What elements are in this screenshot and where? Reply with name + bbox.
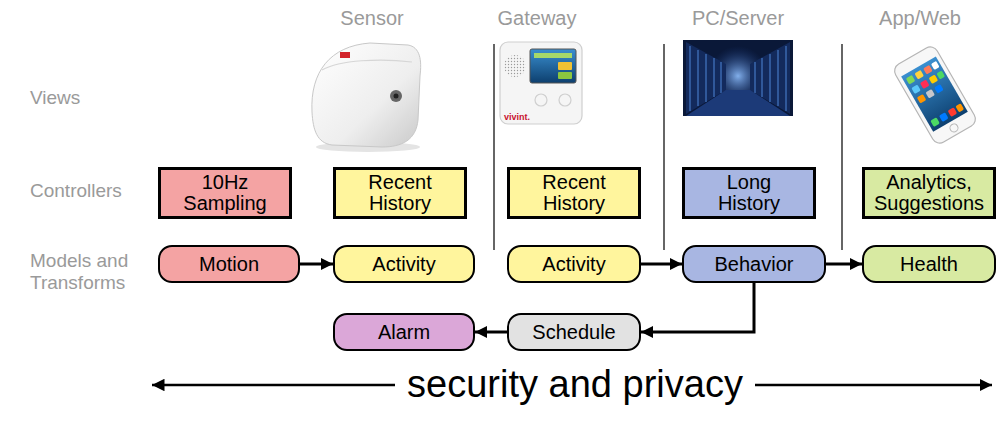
app-icon [955,103,964,112]
server-light [755,62,756,93]
row-heading: Controllers [30,180,122,202]
model-box: Behavior [682,245,826,283]
box-text: Recent History [368,172,431,214]
server-light [698,50,699,106]
column-heading: Gateway [498,7,577,30]
brand-logo-text: vivint. [504,112,530,122]
server-illustration [683,40,793,116]
model-box: Activity [333,245,475,283]
gateway-speaker [504,55,526,77]
box-text: Activity [542,254,605,275]
box-text: Activity [372,254,435,275]
box-text: Motion [199,254,259,275]
app-icon [948,107,958,117]
app-icon [914,70,924,80]
gateway-button [535,94,547,106]
server-floor [686,90,790,116]
phone-icons [906,61,964,127]
flow-arrow [641,263,682,266]
gateway-illustration [500,42,582,124]
gateway-body [500,42,582,124]
sensor-lens-core [394,94,399,99]
controller-box: Recent History [507,167,641,219]
controller-box: 10Hz Sampling [158,167,292,219]
flow-arrow [300,263,333,266]
app-icon [925,89,935,99]
controller-box: Long History [682,167,816,219]
app-icon [923,65,933,75]
box-text: Schedule [532,322,615,343]
box-text: Analytics, Suggestions [874,172,984,214]
gateway-button [559,94,571,106]
app-icon [931,61,940,70]
gateway-screen-button [558,72,572,79]
server-light [721,62,722,93]
column-divider [493,44,495,250]
box-text: Alarm [378,322,430,343]
box-text: 10Hz Sampling [183,172,266,214]
sensor-body [312,43,421,147]
model-box: Health [862,245,996,283]
app-icon [906,75,916,85]
model-box: Alarm [333,313,475,351]
server-light [690,46,691,111]
gateway-screen [530,49,576,83]
controller-box: Recent History [333,167,467,219]
box-text: Recent History [542,172,605,214]
server-light [714,58,715,97]
app-icon [911,84,921,94]
sensor-illustration [312,43,421,152]
server-light [762,58,763,97]
server-light [778,50,779,106]
sensor-seam [322,60,412,70]
app-icon [939,112,949,122]
column-heading: App/Web [879,7,961,30]
app-icon [929,74,939,84]
gateway-screen-band [534,53,572,58]
column-heading: Sensor [340,7,403,30]
sensor-lens [390,90,402,102]
flow-arrow [475,331,507,334]
app-icon [934,84,944,94]
column-divider [663,44,665,250]
column-heading: PC/Server [692,7,784,30]
sensor-logo [340,52,350,58]
row-heading: Models and Transforms [30,250,148,294]
server-light [706,54,707,102]
model-box: Motion [158,245,300,283]
app-icon [936,70,945,79]
box-text: Health [900,254,958,275]
column-divider [841,44,843,250]
model-box: Activity [507,245,641,283]
phone-screen [901,56,968,131]
model-box: Schedule [507,313,641,351]
phone-body [892,44,979,146]
app-icon [920,79,930,89]
server-light [786,46,787,111]
gateway-screen-button [558,62,572,70]
app-icon [930,117,940,127]
phone-home-button [949,122,960,133]
controller-box: Analytics, Suggestions [862,167,996,219]
server-light [770,54,771,102]
box-text: Long History [718,172,780,214]
box-text: Behavior [715,254,794,275]
server-room [683,40,793,116]
row-heading: Views [30,87,80,109]
flow-arrow [826,263,862,266]
app-icon [917,94,927,104]
span-label: security and privacy [395,363,755,407]
phone-illustration [892,44,979,146]
flow-arrow [641,283,754,332]
